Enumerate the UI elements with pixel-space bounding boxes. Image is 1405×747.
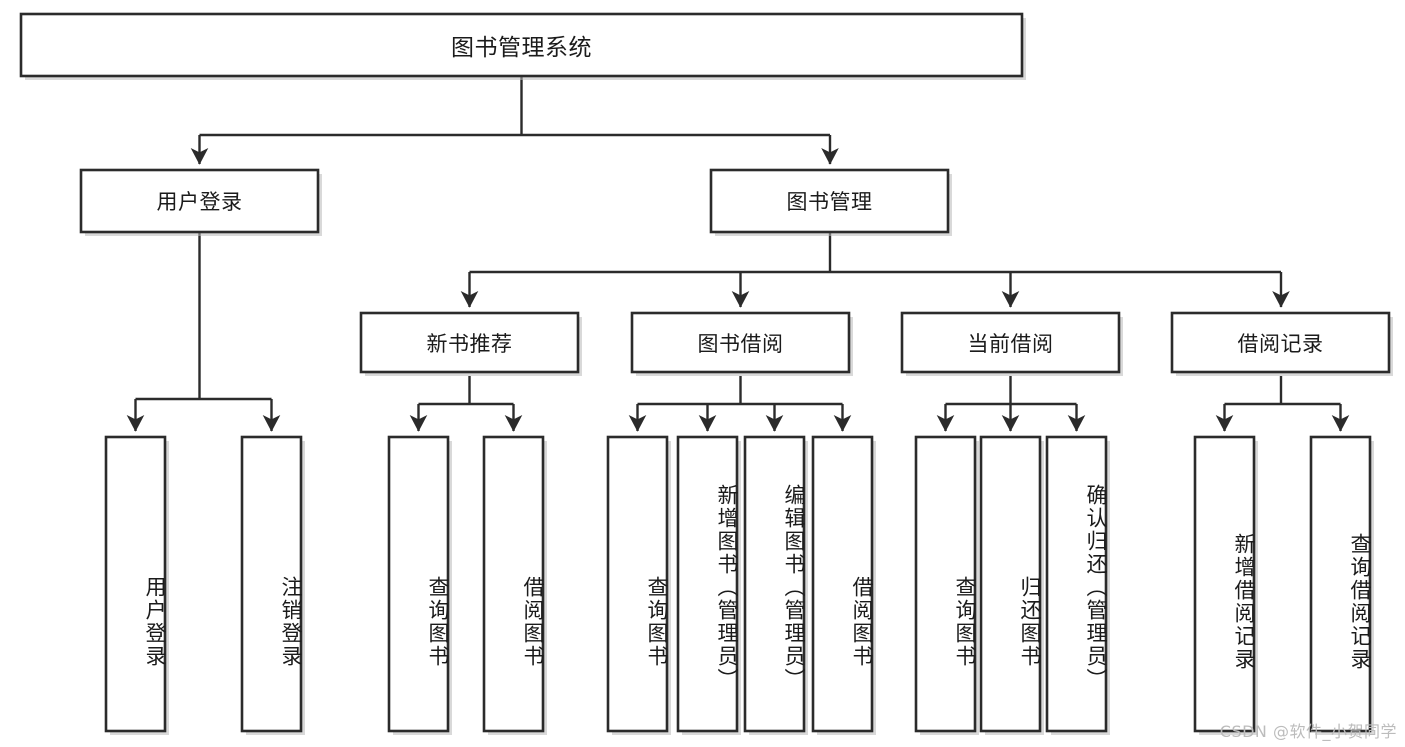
node-user-login[interactable] [79, 168, 320, 234]
node-borrow-record[interactable] [1170, 311, 1391, 374]
node-leaf-borrow-book-1[interactable] [482, 435, 545, 733]
node-book-borrow[interactable] [630, 311, 851, 374]
node-leaf-query-book-2[interactable] [606, 435, 669, 733]
node-leaf-confirm-return[interactable] [1045, 435, 1108, 733]
node-leaf-add-record[interactable] [1193, 435, 1256, 733]
node-leaf-borrow-book-2[interactable] [811, 435, 874, 733]
node-leaf-query-record[interactable] [1309, 435, 1372, 733]
connector-layer [126, 77, 1350, 432]
node-leaf-return-book[interactable] [979, 435, 1042, 733]
node-leaf-query-book-3[interactable] [914, 435, 977, 733]
node-book-manage[interactable] [709, 168, 950, 234]
node-leaf-logout[interactable] [240, 435, 303, 733]
node-root[interactable] [19, 12, 1024, 78]
node-layer [19, 12, 1393, 735]
node-current-borrow[interactable] [900, 311, 1121, 374]
node-leaf-user-login[interactable] [104, 435, 167, 733]
csdn-watermark: CSDN @软件_小贺同学 [1219, 722, 1397, 741]
node-leaf-query-book-1[interactable] [387, 435, 450, 733]
node-leaf-add-book[interactable] [676, 435, 739, 733]
node-leaf-edit-book[interactable] [743, 435, 806, 733]
node-new-book-rec[interactable] [359, 311, 580, 374]
